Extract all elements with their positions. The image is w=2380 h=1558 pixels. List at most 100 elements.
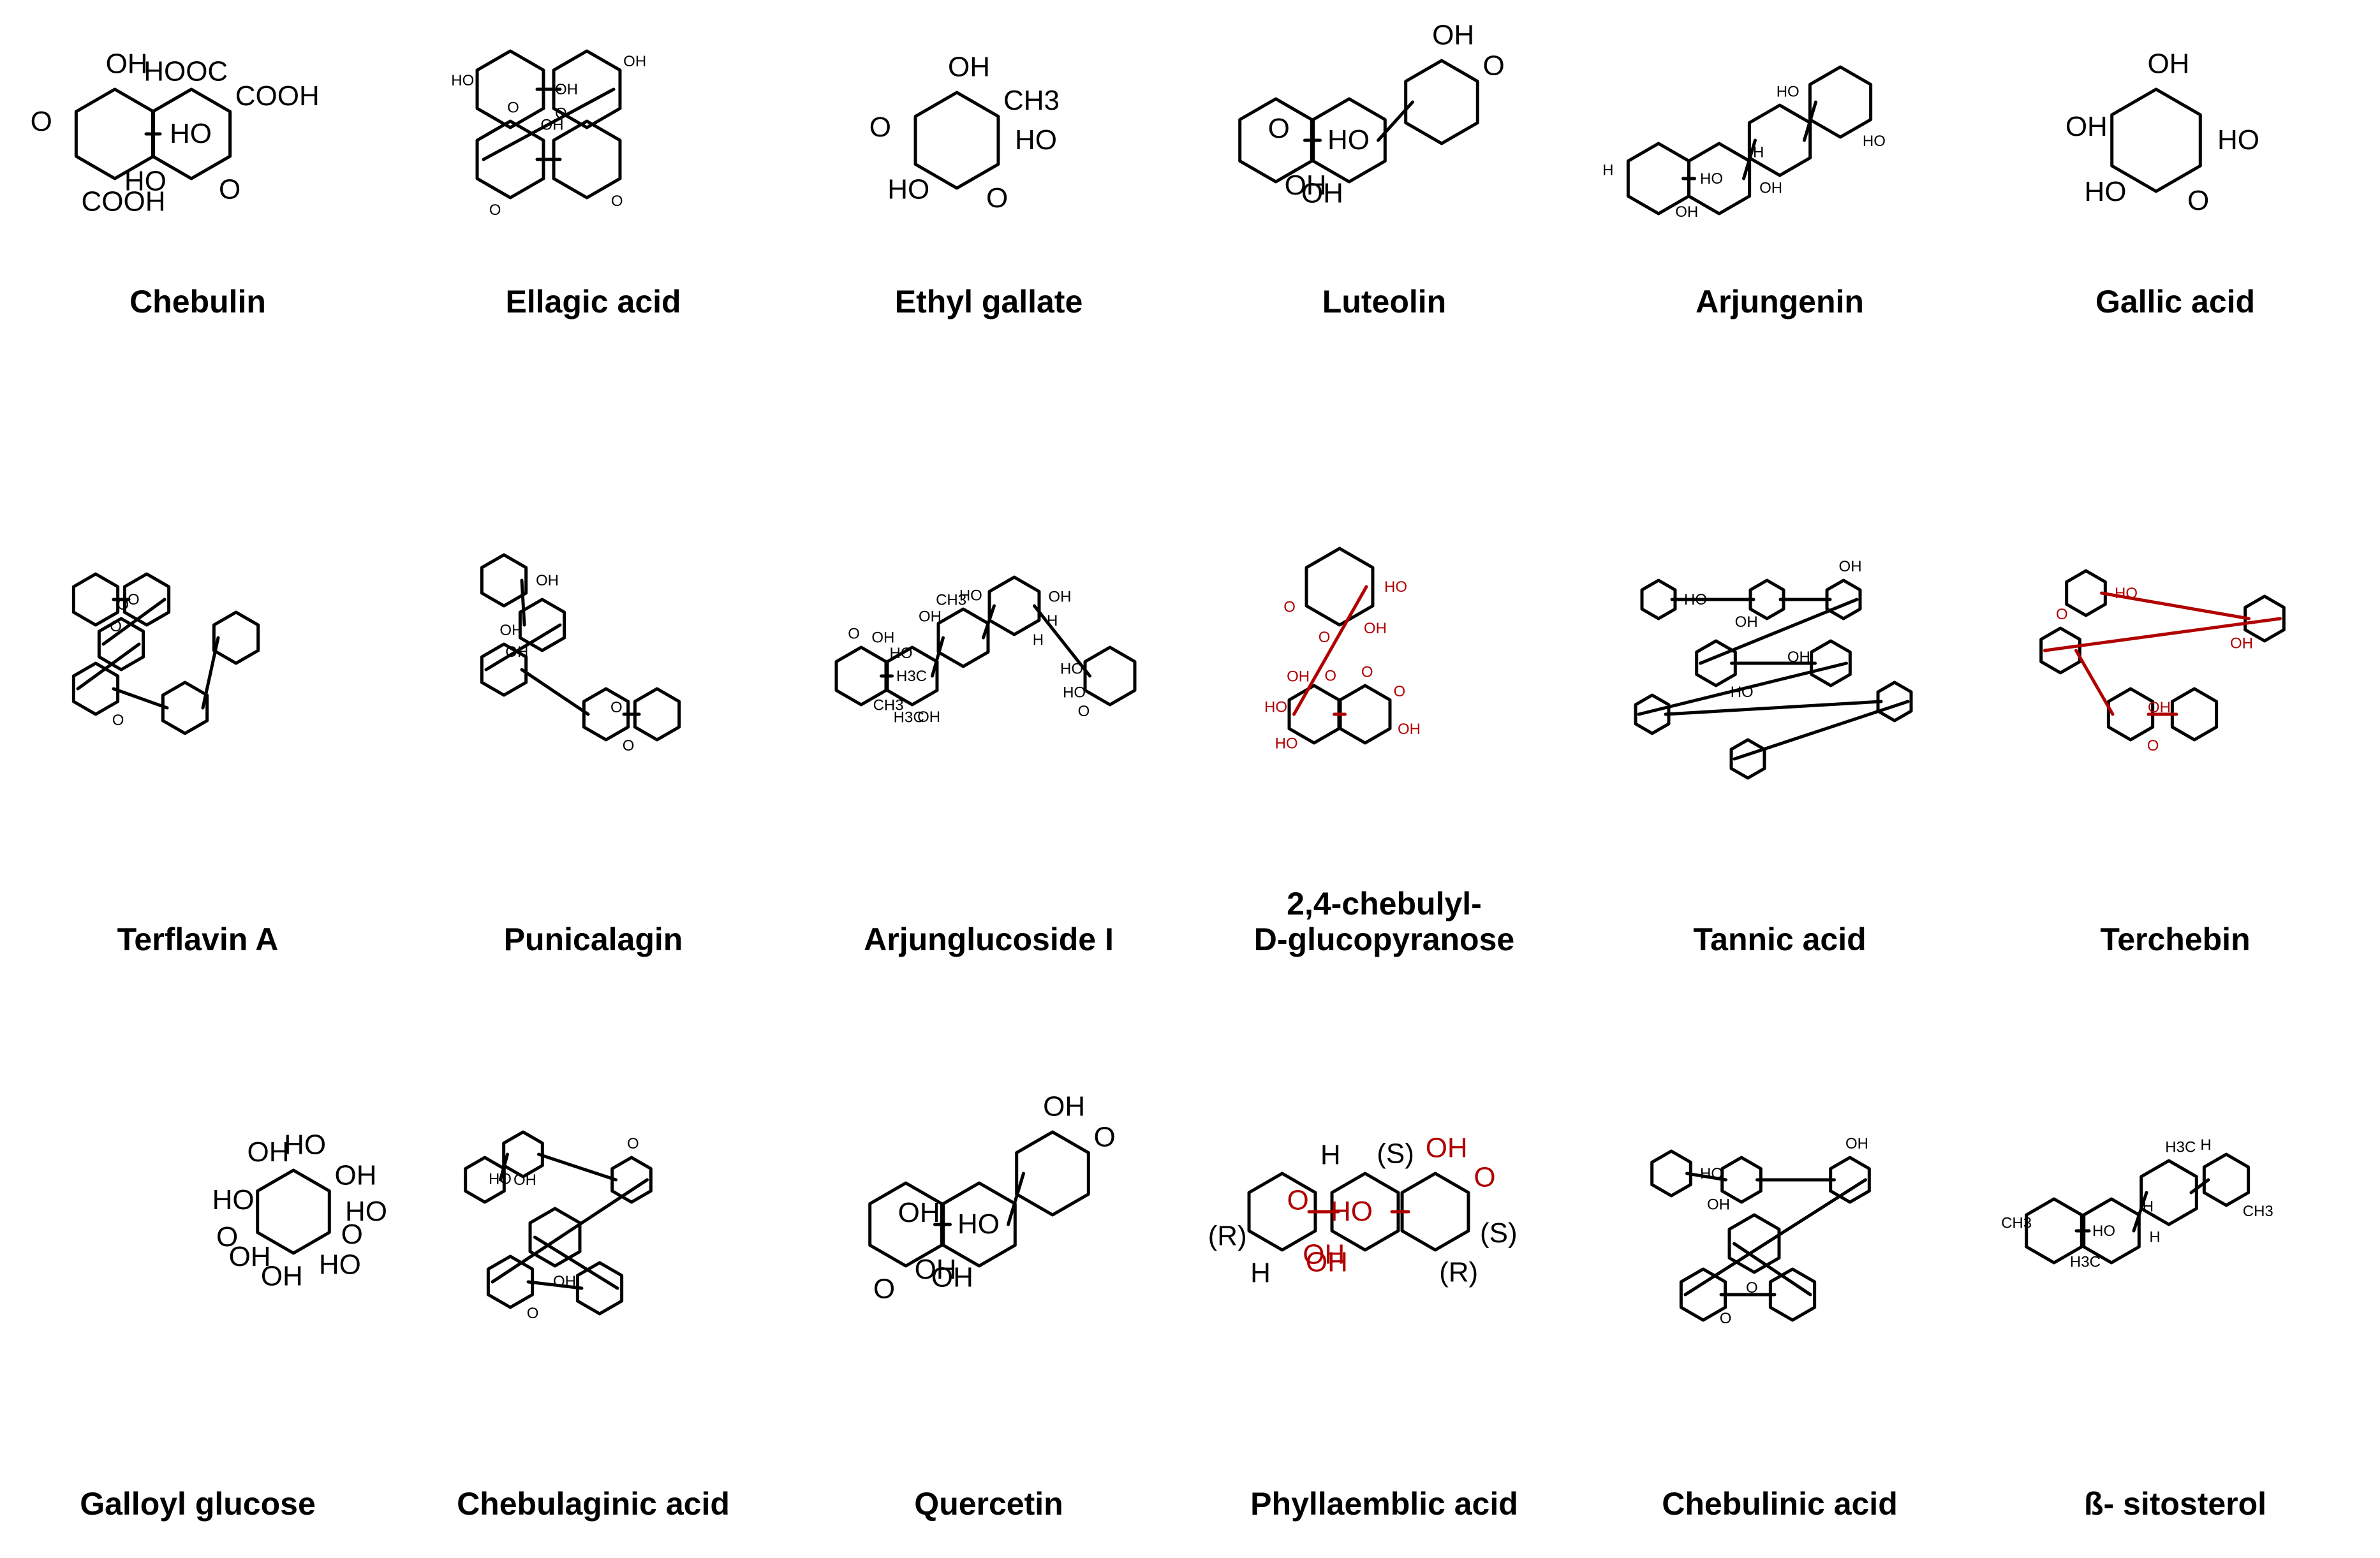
atom-label: HO: [2092, 1223, 2115, 1240]
bond-line: [1742, 138, 1757, 180]
atom-label: O: [219, 173, 240, 205]
atom-label: HO: [1700, 1165, 1723, 1182]
compound-name: Tannic acid: [1693, 922, 1866, 957]
bond-line: [1292, 585, 1368, 716]
ring-bond: [2243, 594, 2286, 643]
ring-bond: [582, 687, 630, 742]
ring-bond: [1083, 645, 1137, 707]
ring-bond: [97, 617, 145, 672]
atom-label: O: [1283, 598, 1296, 615]
ring-bond: [2106, 687, 2155, 742]
ring-bond: [122, 572, 171, 627]
atom-label: OH: [2230, 635, 2253, 652]
atom-label: OH: [1735, 614, 1758, 631]
atom-label: O: [117, 596, 129, 614]
ring-bond: [151, 87, 232, 180]
atom-label: HO: [1331, 1196, 1373, 1227]
atom-label: H: [1033, 631, 1044, 649]
atom-label: OH: [1845, 1135, 1868, 1152]
ring-bond: [2039, 626, 2081, 675]
atom-label: H: [1602, 162, 1613, 179]
ring-bond: [502, 1130, 544, 1179]
bond-line: [1033, 604, 1091, 678]
atom-label: O: [869, 112, 891, 143]
compound-name: Ethyl gallate: [894, 284, 1083, 320]
atom-label: OH: [917, 709, 940, 726]
bond-line: [484, 623, 562, 672]
ring-bond: [2110, 87, 2202, 193]
atom-label: O: [1324, 667, 1336, 684]
bond-line: [482, 87, 616, 161]
bond-line: [2074, 649, 2115, 716]
bond-line: [1683, 1178, 1867, 1297]
ring-bond: [1247, 1172, 1317, 1252]
ring-bond: [2140, 1159, 2198, 1226]
ring-bond: [2170, 687, 2219, 742]
atom-label: O: [1746, 1279, 1758, 1297]
ring-bond: [1727, 1213, 1781, 1274]
ring-bond: [1634, 693, 1671, 735]
atom-label: HO: [284, 1129, 326, 1160]
bond-line: [499, 1152, 509, 1182]
atom-label: OH: [1048, 588, 1071, 605]
compound-name: Gallic acid: [2095, 284, 2256, 320]
ring-bond: [1650, 1149, 1692, 1198]
atom-label: HO: [1063, 684, 1086, 702]
atom-label: O: [527, 1305, 539, 1322]
atom-label: (S): [1377, 1138, 1414, 1169]
atom-label: HO: [1015, 124, 1057, 156]
ring-bond: [552, 49, 622, 129]
atom-label: OH: [553, 1273, 576, 1290]
atom-label: OH: [1285, 170, 1327, 201]
atom-label: HO: [959, 587, 982, 604]
atom-label: OH: [1306, 1246, 1348, 1277]
atom-label: OH: [931, 1261, 973, 1293]
atom-label: OH: [898, 1197, 940, 1228]
ring-bond: [486, 1254, 535, 1309]
atom-label: CH3: [2243, 1203, 2273, 1220]
ring-bond: [475, 119, 545, 200]
ring-bond: [913, 91, 1000, 190]
compound-name: Luteolin: [1322, 284, 1447, 320]
bond-line: [1733, 1242, 1812, 1297]
atom-label: OH: [1432, 19, 1474, 50]
bond-line: [101, 598, 166, 646]
ring-bond: [987, 575, 1041, 636]
compound-name: Quercetin: [914, 1486, 1063, 1522]
ring-bond: [518, 598, 566, 652]
bond-line: [1699, 598, 1859, 665]
bond-line: [112, 687, 169, 710]
atom-label: CH3: [936, 592, 966, 609]
ring-bond: [2202, 1152, 2251, 1207]
atom-label: O: [986, 182, 1008, 214]
bond-line: [1007, 1172, 1025, 1226]
ring-bond: [552, 119, 622, 200]
atom-label: OH: [2148, 699, 2171, 716]
atom-label: HO: [1700, 170, 1723, 187]
atom-label: OH: [229, 1241, 271, 1272]
bond-line: [1637, 661, 1848, 716]
atom-label: OH: [1043, 1091, 1085, 1122]
atom-label: H3C: [2070, 1254, 2101, 1271]
atom-label: O: [1720, 1310, 1732, 1327]
atom-label: (R): [1439, 1256, 1478, 1288]
atom-label: HO: [345, 1196, 387, 1227]
atom-label: OH: [2147, 48, 2189, 79]
atom-label: HO: [170, 118, 212, 149]
atom-label: H3C: [896, 668, 927, 685]
